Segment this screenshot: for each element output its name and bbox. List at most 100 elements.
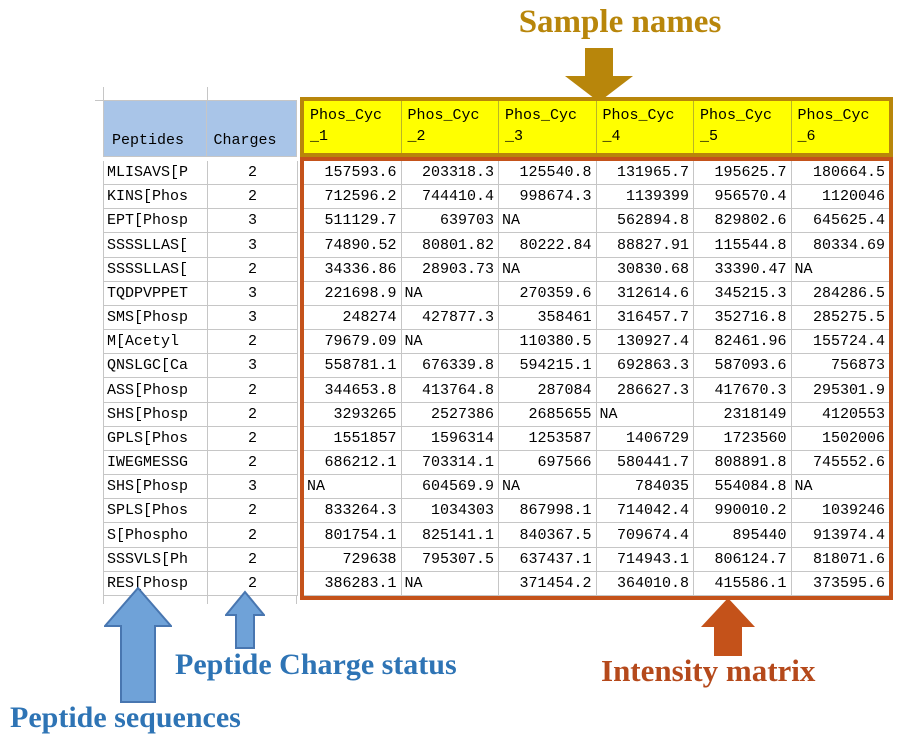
peptide-cell[interactable]: ASS[Phosp — [104, 378, 208, 403]
sample-column-header[interactable]: Phos_Cyc_2 — [402, 101, 499, 153]
intensity-cell[interactable]: 312614.6 — [596, 281, 694, 306]
intensity-cell[interactable]: 712596.2 — [304, 185, 402, 210]
intensity-cell[interactable]: 1502006 — [791, 427, 889, 451]
intensity-cell[interactable]: 676339.8 — [401, 354, 499, 379]
intensity-cell[interactable]: 386283.1 — [304, 571, 402, 596]
intensity-cell[interactable]: 795307.5 — [401, 547, 499, 572]
charge-cell[interactable]: 2 — [208, 161, 298, 186]
charge-cell[interactable]: 2 — [208, 426, 298, 451]
intensity-cell[interactable]: 913974.4 — [791, 523, 889, 548]
charge-cell[interactable]: 2 — [208, 378, 298, 403]
charges-column-header[interactable]: Charges — [207, 101, 297, 157]
intensity-cell[interactable]: 745552.6 — [791, 451, 889, 476]
charge-cell[interactable]: 2 — [208, 499, 298, 524]
peptide-cell[interactable]: EPT[Phosp — [104, 209, 208, 234]
intensity-cell[interactable]: 417670.3 — [694, 378, 792, 403]
intensity-cell[interactable]: 415586.1 — [694, 571, 792, 596]
charge-cell[interactable]: 3 — [208, 281, 298, 306]
intensity-cell[interactable]: NA — [499, 257, 597, 282]
intensity-cell[interactable]: NA — [401, 281, 499, 306]
intensity-cell[interactable]: 80334.69 — [791, 233, 889, 258]
intensity-cell[interactable]: NA — [401, 571, 499, 596]
intensity-cell[interactable]: 344653.8 — [304, 378, 402, 403]
charge-cell[interactable]: 3 — [208, 354, 298, 379]
intensity-cell[interactable]: 1120046 — [791, 185, 889, 210]
intensity-cell[interactable]: 413764.8 — [401, 378, 499, 403]
intensity-cell[interactable]: 806124.7 — [694, 547, 792, 572]
intensity-cell[interactable]: 840367.5 — [499, 523, 597, 548]
intensity-cell[interactable]: 30830.68 — [596, 257, 694, 282]
intensity-cell[interactable]: 756873 — [791, 354, 889, 379]
intensity-cell[interactable]: 637437.1 — [499, 547, 597, 572]
peptide-cell[interactable]: SHS[Phosp — [104, 402, 208, 427]
intensity-cell[interactable]: 110380.5 — [499, 330, 597, 355]
intensity-cell[interactable]: 714943.1 — [596, 547, 694, 572]
intensity-cell[interactable]: 784035 — [596, 475, 694, 500]
charge-cell[interactable]: 2 — [208, 547, 298, 572]
intensity-cell[interactable]: 692863.3 — [596, 354, 694, 379]
peptide-cell[interactable]: SSSVLS[Ph — [104, 547, 208, 572]
peptide-cell[interactable]: SMS[Phosp — [104, 305, 208, 331]
peptide-cell[interactable]: S[Phospho — [104, 523, 208, 548]
intensity-cell[interactable]: 125540.8 — [499, 161, 597, 186]
charge-cell[interactable]: 2 — [208, 185, 298, 210]
intensity-cell[interactable]: 818071.6 — [791, 548, 889, 572]
sample-column-header[interactable]: Phos_Cyc_4 — [597, 101, 694, 153]
intensity-cell[interactable]: 157593.6 — [304, 161, 402, 186]
intensity-cell[interactable]: 686212.1 — [304, 450, 402, 476]
intensity-cell[interactable]: 88827.91 — [596, 233, 694, 258]
intensity-cell[interactable]: 4120553 — [791, 403, 889, 427]
intensity-cell[interactable]: 1034303 — [401, 499, 499, 524]
intensity-cell[interactable]: 1596314 — [401, 426, 499, 451]
intensity-cell[interactable]: 130927.4 — [596, 330, 694, 355]
intensity-cell[interactable]: 729638 — [304, 547, 402, 572]
sample-column-header[interactable]: Phos_Cyc_5 — [694, 101, 792, 153]
intensity-cell[interactable]: 34336.86 — [304, 257, 402, 282]
intensity-cell[interactable]: 1723560 — [694, 426, 792, 451]
intensity-cell[interactable]: 364010.8 — [596, 571, 694, 596]
intensity-cell[interactable]: NA — [791, 475, 889, 500]
intensity-cell[interactable]: 714042.4 — [596, 499, 694, 524]
intensity-cell[interactable]: 270359.6 — [499, 281, 597, 306]
charge-cell[interactable]: 3 — [208, 233, 298, 258]
intensity-cell[interactable]: 1139399 — [596, 185, 694, 210]
intensity-cell[interactable]: NA — [791, 258, 889, 282]
intensity-cell[interactable]: 33390.47 — [694, 257, 792, 282]
intensity-cell[interactable]: 833264.3 — [304, 499, 402, 524]
intensity-cell[interactable]: NA — [499, 209, 597, 234]
peptide-cell[interactable]: GPLS[Phos — [104, 426, 208, 451]
intensity-cell[interactable]: 358461 — [499, 305, 597, 331]
intensity-cell[interactable]: 808891.8 — [694, 450, 792, 476]
intensity-cell[interactable]: 221698.9 — [304, 281, 402, 306]
intensity-cell[interactable]: 352716.8 — [694, 305, 792, 331]
sample-column-header[interactable]: Phos_Cyc_1 — [304, 101, 402, 153]
peptide-cell[interactable]: SSSSLLAS[ — [104, 233, 208, 258]
intensity-cell[interactable]: 587093.6 — [694, 354, 792, 379]
intensity-cell[interactable]: 180664.5 — [791, 161, 889, 186]
intensity-cell[interactable]: 554084.8 — [694, 475, 792, 500]
charge-cell[interactable]: 2 — [208, 402, 298, 427]
peptide-cell[interactable]: IWEGMESSG — [104, 450, 208, 476]
charge-cell[interactable]: 2 — [208, 523, 298, 548]
peptide-cell[interactable]: TQDPVPPET — [104, 281, 208, 306]
peptide-cell[interactable]: RES[Phosp — [104, 571, 208, 596]
intensity-cell[interactable]: 511129.7 — [304, 209, 402, 234]
charge-cell[interactable]: 3 — [208, 209, 298, 234]
intensity-cell[interactable]: 867998.1 — [499, 499, 597, 524]
intensity-cell[interactable]: 155724.4 — [791, 330, 889, 355]
intensity-cell[interactable]: 427877.3 — [401, 305, 499, 331]
intensity-cell[interactable]: 2685655 — [499, 402, 597, 427]
intensity-cell[interactable]: 562894.8 — [596, 209, 694, 234]
charge-cell[interactable]: 2 — [208, 571, 298, 596]
intensity-cell[interactable]: 639703 — [401, 209, 499, 234]
intensity-cell[interactable]: 115544.8 — [694, 233, 792, 258]
intensity-cell[interactable]: 80801.82 — [401, 233, 499, 258]
intensity-cell[interactable]: 287084 — [499, 378, 597, 403]
intensity-cell[interactable]: 580441.7 — [596, 450, 694, 476]
intensity-cell[interactable]: 345215.3 — [694, 281, 792, 306]
intensity-cell[interactable]: 801754.1 — [304, 523, 402, 548]
sample-column-header[interactable]: Phos_Cyc_3 — [499, 101, 597, 153]
intensity-cell[interactable]: 709674.4 — [596, 523, 694, 548]
intensity-cell[interactable]: 373595.6 — [791, 572, 889, 596]
intensity-cell[interactable]: 895440 — [694, 523, 792, 548]
